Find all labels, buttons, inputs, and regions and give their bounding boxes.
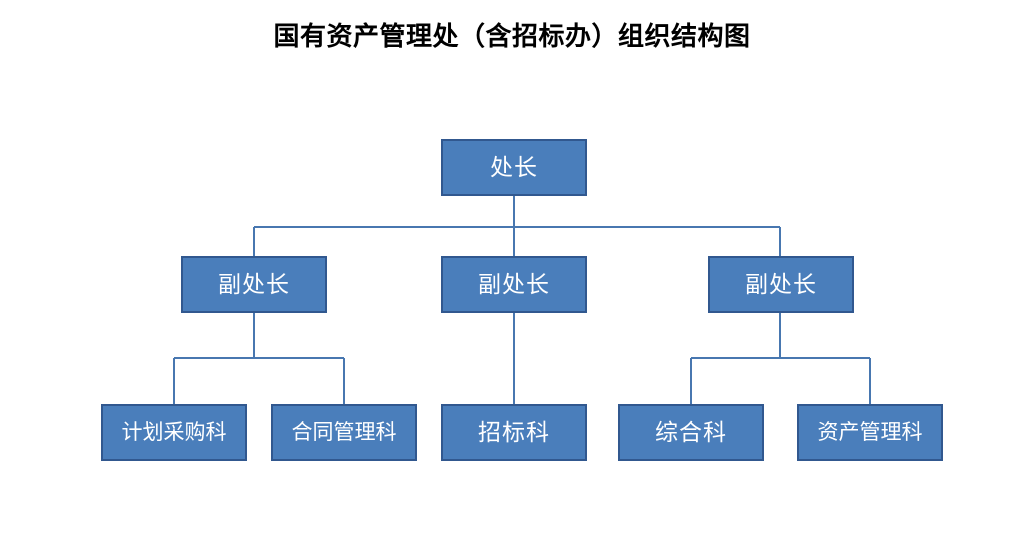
node-deputy-director-2[interactable]: 副处长 [441, 256, 587, 313]
node-general-affairs-section[interactable]: 综合科 [618, 404, 764, 461]
node-bidding-section[interactable]: 招标科 [441, 404, 587, 461]
node-director[interactable]: 处长 [441, 139, 587, 196]
node-asset-management-section[interactable]: 资产管理科 [797, 404, 943, 461]
page-title: 国有资产管理处（含招标办）组织结构图 [273, 22, 751, 51]
node-planning-procurement-section[interactable]: 计划采购科 [101, 404, 247, 461]
node-deputy-director-1[interactable]: 副处长 [181, 256, 327, 313]
node-deputy-director-3[interactable]: 副处长 [708, 256, 854, 313]
node-contract-management-section[interactable]: 合同管理科 [271, 404, 417, 461]
